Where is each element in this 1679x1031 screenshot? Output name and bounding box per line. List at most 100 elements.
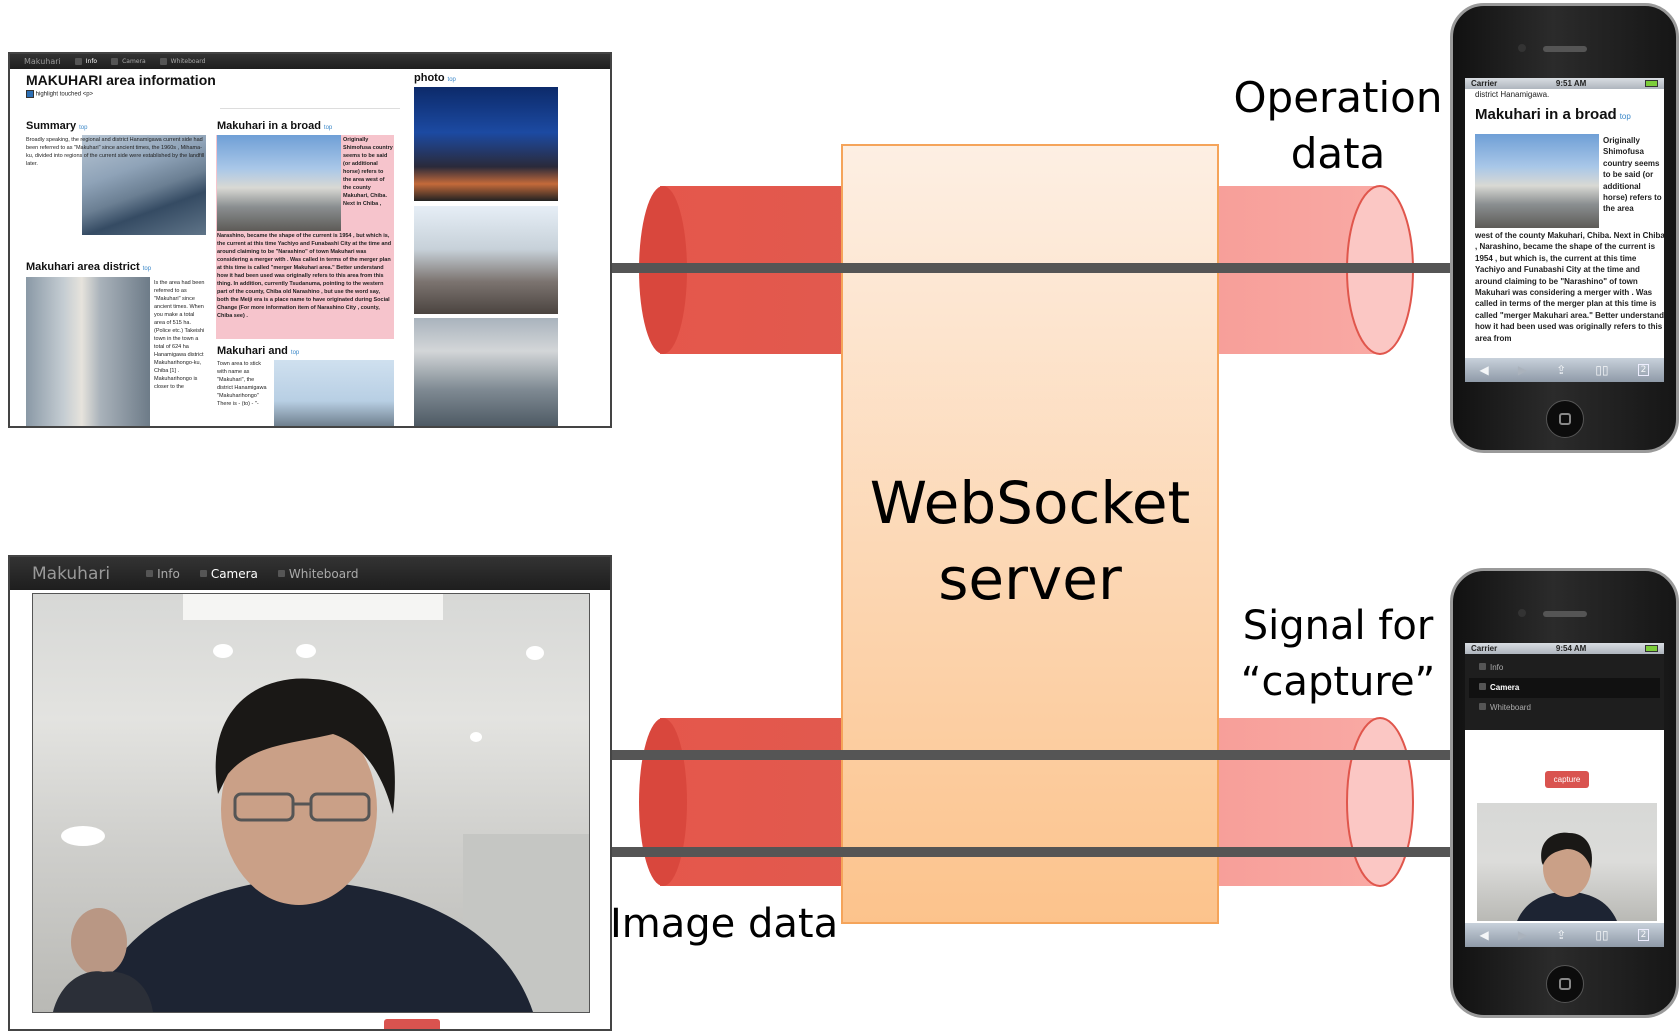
district-heading-text: Makuhari area district [26, 261, 140, 273]
share-icon[interactable]: ⇪ [1556, 363, 1567, 377]
nav-camera[interactable]: Camera [111, 58, 146, 65]
info-page-browser-window: Makuhari Info Camera Whiteboard MAKUHARI… [8, 52, 612, 428]
bottom-navbar: Makuhari Info Camera Whiteboard [10, 557, 610, 590]
signal-label-line2: “capture” [1240, 659, 1436, 705]
nav-whiteboard[interactable]: Whiteboard [277, 566, 359, 581]
top-iphone: Carrier 9:51 AM district Hanamigawa. Mak… [1450, 3, 1679, 453]
front-camera-icon [1518, 609, 1526, 617]
forward-icon[interactable]: ▶ [1517, 928, 1528, 942]
camera-icon [1479, 683, 1486, 690]
brand-link[interactable]: Makuhari [24, 57, 61, 66]
status-bar: Carrier 9:51 AM [1465, 78, 1664, 89]
summary-aerial-photo [82, 135, 206, 235]
city-aerial-photo [414, 318, 558, 426]
tabs-icon[interactable]: 2 [1637, 929, 1650, 941]
nav-whiteboard[interactable]: Whiteboard [159, 58, 205, 65]
phone-heading-text: Makuhari in a broad [1475, 105, 1617, 123]
safari-toolbar: ◀ ▶ ⇪ ▯▯ 2 [1465, 923, 1664, 947]
info-icon [146, 570, 154, 577]
and-top-link[interactable]: top [290, 350, 300, 356]
tower-photo [26, 277, 150, 426]
broad-highlight-body-text: Narashino, became the shape of the curre… [217, 233, 392, 319]
camera-icon [199, 570, 207, 577]
websocket-server-label: WebSocket server [842, 465, 1218, 617]
tower-sky-photo [274, 360, 394, 426]
back-icon[interactable]: ◀ [1479, 928, 1489, 942]
nav-camera[interactable]: Camera [199, 566, 258, 581]
info-icon [74, 58, 82, 65]
operation-label-line2: data [1290, 129, 1386, 178]
summary-top-link[interactable]: top [79, 125, 88, 131]
forward-icon[interactable]: ▶ [1517, 363, 1528, 377]
info-icon [1479, 663, 1486, 670]
capture-button-partial[interactable] [384, 1019, 440, 1029]
nav-whiteboard-label: Whiteboard [288, 566, 359, 581]
captured-webcam-image [32, 593, 590, 1013]
summary-heading-text: Summary [26, 120, 77, 132]
district-text: Is the area had been referred to as "Mak… [154, 280, 205, 390]
bookmarks-icon[interactable]: ▯▯ [1595, 363, 1609, 377]
phone-station-photo [1475, 134, 1599, 228]
operation-data-label: Operation data [1225, 70, 1451, 182]
brand-link[interactable]: Makuhari [32, 563, 111, 584]
highlight-checkbox[interactable] [26, 90, 34, 98]
whiteboard-icon [1479, 703, 1486, 710]
menu-item-camera[interactable]: Camera [1469, 678, 1660, 698]
nav-info[interactable]: Info [146, 567, 180, 581]
bookmarks-icon[interactable]: ▯▯ [1595, 928, 1609, 942]
signal-label-line1: Signal for [1242, 603, 1434, 649]
capture-signal-label: Signal for “capture” [1225, 598, 1451, 710]
server-label-line1: WebSocket [869, 469, 1191, 537]
photo-heading-text: photo [414, 72, 445, 84]
server-label-line2: server [938, 545, 1122, 613]
whiteboard-icon [159, 58, 167, 65]
and-text: Town area to stick with name as "Makuhar… [217, 361, 267, 407]
status-bar: Carrier 9:54 AM [1465, 643, 1664, 654]
and-heading-text: Makuhari and [217, 345, 288, 357]
phone-side-text: Originally Shimofusa country seems to be… [1603, 136, 1662, 214]
photo-top-link[interactable]: top [447, 77, 456, 83]
back-icon[interactable]: ◀ [1479, 363, 1489, 377]
speaker-grille [1542, 46, 1587, 52]
tabs-icon[interactable]: 2 [1637, 364, 1650, 376]
bottom-iphone: Carrier 9:54 AM Info Camera Whiteboard c… [1450, 568, 1679, 1018]
phone-first-line: district Hanamigawa. [1475, 90, 1550, 99]
carrier-label: Carrier [1471, 79, 1498, 88]
station-photo [217, 135, 341, 231]
home-button[interactable] [1545, 965, 1584, 1003]
phone-body-text: west of the county Makuhari, Chiba. Next… [1475, 231, 1664, 343]
broad-highlight-side-text: Originally Shimofusa country seems to be… [343, 137, 393, 207]
menu-item-info[interactable]: Info [1469, 658, 1660, 678]
phone-top-link[interactable]: top [1619, 111, 1631, 121]
camera-page-browser-window: Makuhari Info Camera Whiteboard [8, 555, 612, 1031]
home-button[interactable] [1545, 400, 1584, 438]
highlight-checkbox-row[interactable]: highlight touched <p> [26, 90, 93, 99]
menu-item-info-label: Info [1490, 663, 1504, 672]
battery-icon [1644, 645, 1658, 652]
share-icon[interactable]: ⇪ [1556, 928, 1567, 942]
clock: 9:51 AM [1555, 79, 1587, 88]
nav-info[interactable]: Info [74, 58, 97, 65]
top-iphone-screen: Carrier 9:51 AM district Hanamigawa. Mak… [1465, 78, 1664, 382]
operation-label-line1: Operation [1233, 73, 1443, 122]
broad-top-link[interactable]: top [323, 125, 333, 131]
capture-button[interactable]: capture [1545, 771, 1589, 788]
camera-icon [111, 58, 119, 65]
battery-icon [1644, 80, 1658, 87]
clock: 9:54 AM [1555, 644, 1587, 653]
safari-toolbar: ◀ ▶ ⇪ ▯▯ 2 [1465, 358, 1664, 382]
nav-info-label: Info [157, 566, 180, 581]
district-top-link[interactable]: top [142, 266, 152, 272]
title-divider [220, 108, 400, 109]
top-navbar: Makuhari Info Camera Whiteboard [10, 54, 610, 69]
bottom-iphone-screen: Carrier 9:54 AM Info Camera Whiteboard c… [1465, 643, 1664, 947]
broad-heading-text: Makuhari in a broad [217, 120, 321, 132]
nav-camera-label: Camera [210, 566, 258, 581]
phone-preview-scene [1517, 832, 1617, 921]
menu-item-whiteboard[interactable]: Whiteboard [1469, 698, 1660, 718]
